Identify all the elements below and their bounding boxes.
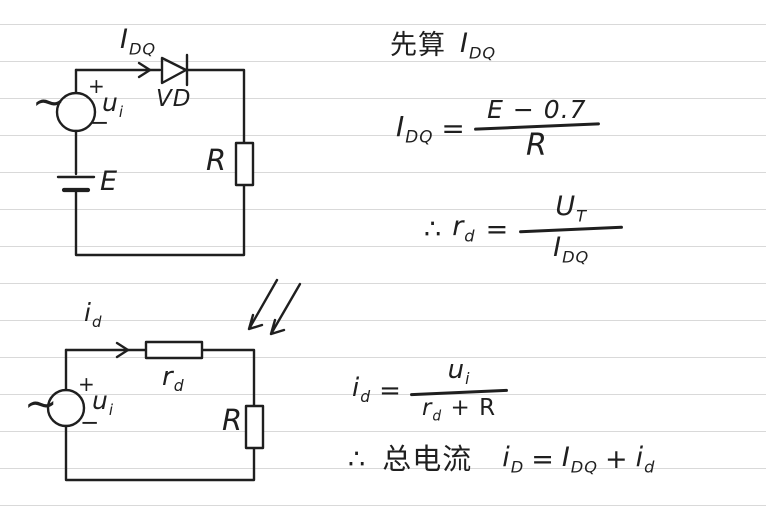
wire (200, 348, 256, 408)
eq3-lhs: id (352, 375, 371, 406)
equation-rd: ∴ rd = UT IDQ (424, 190, 624, 269)
eq4-formula: iD = IDQ + id (502, 444, 655, 476)
battery-label: E (100, 166, 119, 197)
eq3-denominator: rd + R (410, 394, 508, 427)
eq2-num-sub: T (576, 206, 588, 226)
eq3-lhs-sub: d (360, 388, 372, 407)
source-voltage-base: u (92, 386, 109, 415)
eq1-lhs: IDQ (396, 109, 434, 147)
heading-variable-sub: DQ (468, 43, 497, 63)
resistor-icon (234, 141, 255, 187)
rd-resistor-sub: d (173, 377, 185, 396)
equation-id: id = ui rd + R (352, 354, 509, 427)
eq1-equals: = (441, 112, 466, 145)
eq2-lhs-base: r (452, 211, 465, 243)
eq3-den-base: r (421, 394, 433, 421)
diode-icon (160, 56, 188, 85)
top-current-sub: DQ (128, 39, 157, 59)
resistor-icon (144, 340, 204, 360)
eq2-den-base: I (553, 231, 563, 263)
resistor-label: R (206, 143, 228, 177)
eq3-den-rest: + R (450, 394, 497, 421)
top-current-label: IDQ (120, 26, 156, 58)
plus-sign: + (88, 74, 106, 98)
eq4-plus: + (605, 444, 629, 476)
bottom-circuit-diagram (46, 278, 302, 482)
eq2-fraction: UT IDQ (519, 190, 624, 269)
resistor-label: R (222, 403, 244, 437)
ac-source-icon (46, 388, 86, 428)
minus-sign: − (90, 110, 111, 136)
heading-first-calculate: 先算 IDQ (390, 30, 496, 62)
eq3-numerator: ui (436, 354, 483, 391)
eq2-num-base: U (555, 191, 577, 222)
eq4-term3-sub: d (644, 457, 656, 477)
eq2-denominator: IDQ (541, 231, 601, 269)
source-voltage-label: ui (102, 90, 124, 120)
eq1-fraction: E − 0.7 R (473, 94, 600, 164)
bottom-current-label: id (84, 300, 102, 330)
eq3-lhs-base: i (352, 373, 361, 404)
rd-resistor-base: r (162, 362, 174, 392)
ac-tilde-icon: ~ (24, 381, 59, 427)
eq1-numerator: E − 0.7 (487, 95, 587, 124)
resistor-icon (244, 404, 265, 450)
eq4-term3-base: i (635, 442, 645, 473)
eq3-fraction: ui rd + R (409, 354, 509, 427)
eq3-equals: = (379, 375, 402, 406)
signal-arrow-icon (247, 278, 279, 331)
source-voltage-base: u (102, 88, 119, 117)
heading-variable-base: I (460, 28, 469, 59)
bottom-current-sub: d (91, 313, 103, 331)
eq1-lhs-base: I (396, 109, 406, 143)
eq2-therefore: ∴ (424, 213, 443, 245)
bottom-current-base: i (84, 298, 92, 327)
eq4-term2: IDQ (562, 444, 598, 476)
current-arrow-icon (137, 61, 152, 79)
eq4-term2-base: I (561, 442, 571, 473)
source-voltage-label: ui (92, 388, 114, 418)
top-current-base: I (120, 24, 129, 55)
eq3-den-sub: d (432, 408, 443, 425)
wire (74, 183, 246, 257)
equation-total-current: ∴ 总电流 iD = IDQ + id (348, 444, 655, 476)
eq3-num-sub: i (465, 370, 471, 389)
source-voltage-sub: i (118, 103, 125, 121)
eq4-term1: iD (502, 444, 524, 476)
source-voltage-sub: i (108, 401, 115, 419)
equation-idq: IDQ = E − 0.7 R (396, 94, 600, 164)
ac-tilde-icon: ~ (32, 79, 67, 125)
eq4-therefore: ∴ (348, 444, 367, 476)
minus-sign: − (80, 410, 101, 436)
eq4-term1-base: i (502, 442, 511, 473)
wire (186, 68, 246, 145)
eq2-numerator: UT (543, 190, 599, 228)
eq1-denominator: R (525, 128, 548, 163)
heading-variable: IDQ (460, 30, 496, 62)
eq1-lhs-sub: DQ (405, 126, 434, 147)
eq3-num-base: u (447, 355, 466, 385)
wire (64, 424, 256, 482)
eq2-den-sub: DQ (562, 246, 590, 266)
eq4-equals: = (531, 444, 555, 476)
signal-arrow-icon (269, 282, 302, 336)
current-arrow-icon (115, 341, 130, 359)
diode-label: VD (156, 86, 192, 112)
top-circuit-diagram (55, 53, 255, 257)
rd-resistor-label: rd (162, 364, 185, 395)
eq2-equals: = (485, 213, 510, 245)
eq4-term2-sub: DQ (570, 457, 598, 477)
eq4-term3: id (636, 444, 656, 476)
eq2-lhs-sub: d (464, 226, 476, 246)
plus-sign: + (78, 372, 96, 396)
eq4-chinese-label: 总电流 (382, 442, 473, 477)
eq4-term1-sub: D (510, 457, 525, 477)
heading-chinese: 先算 (390, 30, 446, 62)
eq2-lhs: rd (452, 213, 475, 245)
ac-source-icon (55, 91, 97, 133)
